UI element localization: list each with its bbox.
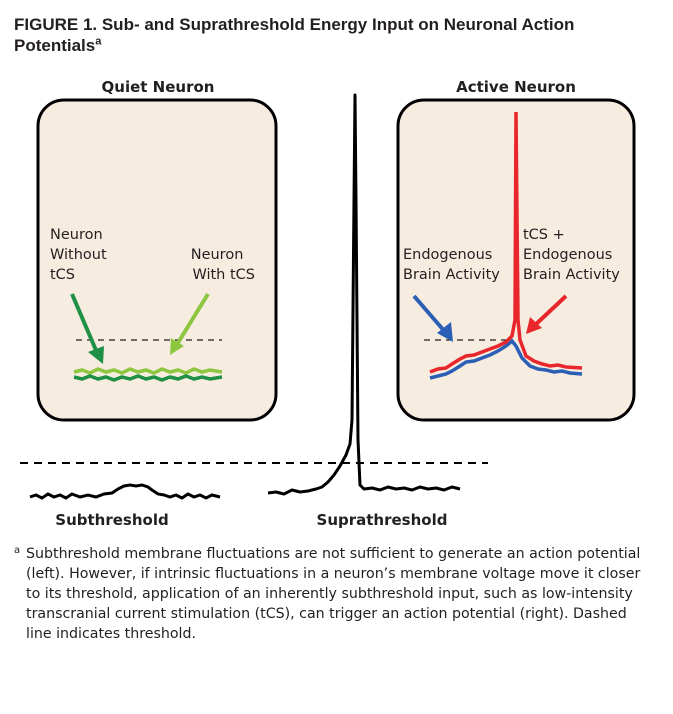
active-trace-blue bbox=[429, 338, 583, 380]
arrow-without-tcs-head bbox=[88, 346, 104, 364]
arrow-tcs-endogenous bbox=[532, 294, 568, 328]
arrow-tcs-endogenous-head bbox=[526, 317, 542, 334]
subthreshold-label: Subthreshold bbox=[55, 511, 168, 529]
footnote-mark: a bbox=[14, 545, 21, 556]
quiet-neuron-panel bbox=[36, 98, 278, 422]
suprathreshold-label: Suprathreshold bbox=[317, 511, 448, 529]
arrow-with-tcs bbox=[174, 292, 210, 348]
figure-title: FIGURE 1. Sub- and Suprathreshold Energy… bbox=[14, 14, 654, 56]
label-neuron-without-tcs: Neuron Without tCS bbox=[50, 227, 111, 283]
active-trace-red bbox=[429, 111, 583, 374]
label-tcs-endogenous-brain-activity: tCS + Endogenous Brain Activity bbox=[523, 227, 620, 283]
subthreshold-trace bbox=[29, 483, 221, 500]
figure-diagram: Quiet Neuron Active Neuron Neuron Withou… bbox=[20, 78, 636, 529]
figure-title-footnote-mark: a bbox=[95, 35, 102, 48]
quiet-neuron-heading: Quiet Neuron bbox=[102, 78, 215, 96]
arrow-with-tcs-head bbox=[170, 338, 184, 355]
active-neuron-heading: Active Neuron bbox=[456, 78, 576, 96]
arrow-without-tcs bbox=[70, 293, 100, 356]
figure-footnote: a Subthreshold membrane fluctuations are… bbox=[14, 544, 654, 644]
label-endogenous-bg bbox=[402, 243, 508, 283]
label-neuron-with-tcs: Neuron With tCS bbox=[191, 247, 255, 283]
suprathreshold-trace bbox=[267, 93, 461, 496]
footnote-text: Subthreshold membrane fluctuations are n… bbox=[26, 546, 641, 642]
arrow-endogenous bbox=[412, 294, 448, 335]
quiet-trace-dark-green bbox=[73, 374, 223, 382]
label-endogenous-brain-activity: Endogenous Brain Activity bbox=[403, 247, 500, 283]
quiet-trace-light-green bbox=[73, 367, 223, 375]
figure-title-text: FIGURE 1. Sub- and Suprathreshold Energy… bbox=[14, 15, 575, 55]
arrow-endogenous-head bbox=[437, 322, 453, 342]
